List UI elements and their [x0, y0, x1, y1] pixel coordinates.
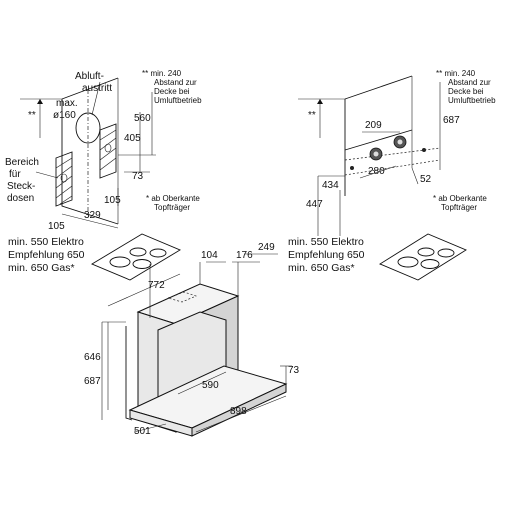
hood-dim-501: 501 — [134, 426, 151, 437]
hood-dim-898: 898 — [230, 406, 247, 417]
right-wall-panel: ** 209 687 280 52 434 447 ** min. 240 — [288, 69, 496, 281]
left-ceiling-note-1: ** min. 240 — [142, 69, 182, 78]
hood-dim-249: 249 — [258, 242, 275, 253]
exhaust-outlet-icon — [75, 112, 101, 144]
right-ceiling-note-4: Umluftbetrieb — [448, 96, 496, 105]
outlet-area-3: Steck- — [7, 181, 35, 192]
right-dim-687: 687 — [443, 115, 460, 126]
outlet-area-1: Bereich — [5, 157, 39, 168]
dim-209: 209 — [365, 120, 382, 131]
dim-280: 280 — [368, 166, 385, 177]
left-double-star: ** — [28, 110, 36, 121]
exhaust-label-2: austritt — [82, 83, 112, 94]
hood-dim-590: 590 — [202, 380, 219, 391]
socket-area-left — [55, 151, 73, 207]
max-label: max. — [56, 98, 78, 109]
left-hob-icon — [91, 233, 181, 281]
socket-area-right — [99, 123, 117, 179]
hood-dim-687: 687 — [84, 376, 101, 387]
right-ceiling-note-1: ** min. 240 — [436, 69, 476, 78]
left-min-3: min. 650 Gas* — [8, 262, 75, 274]
outlet-area-2: für — [9, 169, 21, 180]
dim-105-left: 105 — [48, 221, 65, 232]
dim-105-right: 105 — [104, 195, 121, 206]
right-ceiling-note-3: Decke bei — [448, 87, 484, 96]
left-dim-73: 73 — [132, 171, 144, 182]
mounting-bolt-icon — [350, 135, 426, 170]
right-hob-note-1: * ab Oberkante — [433, 194, 487, 203]
hood-dim-104: 104 — [201, 250, 218, 261]
right-double-star: ** — [308, 110, 316, 121]
hood-dim-646: 646 — [84, 352, 101, 363]
right-min-3: min. 650 Gas* — [288, 262, 355, 274]
dim-447: 447 — [306, 199, 323, 210]
right-hob-icon — [379, 233, 467, 281]
left-ceiling-note-3: Decke bei — [154, 87, 190, 96]
dim-329: 329 — [84, 210, 101, 221]
left-hob-note-2: Topfträger — [154, 203, 190, 212]
dim-434: 434 — [322, 180, 339, 191]
left-wall-panel: ** Abluft- austritt max. ø160 — [5, 69, 202, 281]
hood-dim-772: 772 — [148, 280, 165, 291]
left-ceiling-note-4: Umluftbetrieb — [154, 96, 202, 105]
left-min-2: Empfehlung 650 — [8, 249, 85, 261]
dim-52: 52 — [420, 174, 432, 185]
dim-405: 405 — [124, 133, 141, 144]
right-ceiling-note-2: Abstand zur — [448, 78, 491, 87]
hood-dim-73: 73 — [288, 365, 300, 376]
hood-dim-176: 176 — [236, 250, 253, 261]
left-ceiling-note-2: Abstand zur — [154, 78, 197, 87]
outlet-area-4: dosen — [7, 193, 34, 204]
left-hob-note-1: * ab Oberkante — [146, 194, 200, 203]
right-min-1: min. 550 Elektro — [288, 236, 364, 248]
right-hob-note-2: Topfträger — [441, 203, 477, 212]
right-min-2: Empfehlung 650 — [288, 249, 365, 261]
left-min-1: min. 550 Elektro — [8, 236, 84, 248]
exhaust-label-1: Abluft- — [75, 71, 104, 82]
hood-drawing: 104 176 249 772 646 687 590 73 501 898 — [84, 242, 300, 437]
dim-560: 560 — [134, 113, 151, 124]
diameter-label: ø160 — [53, 110, 76, 121]
